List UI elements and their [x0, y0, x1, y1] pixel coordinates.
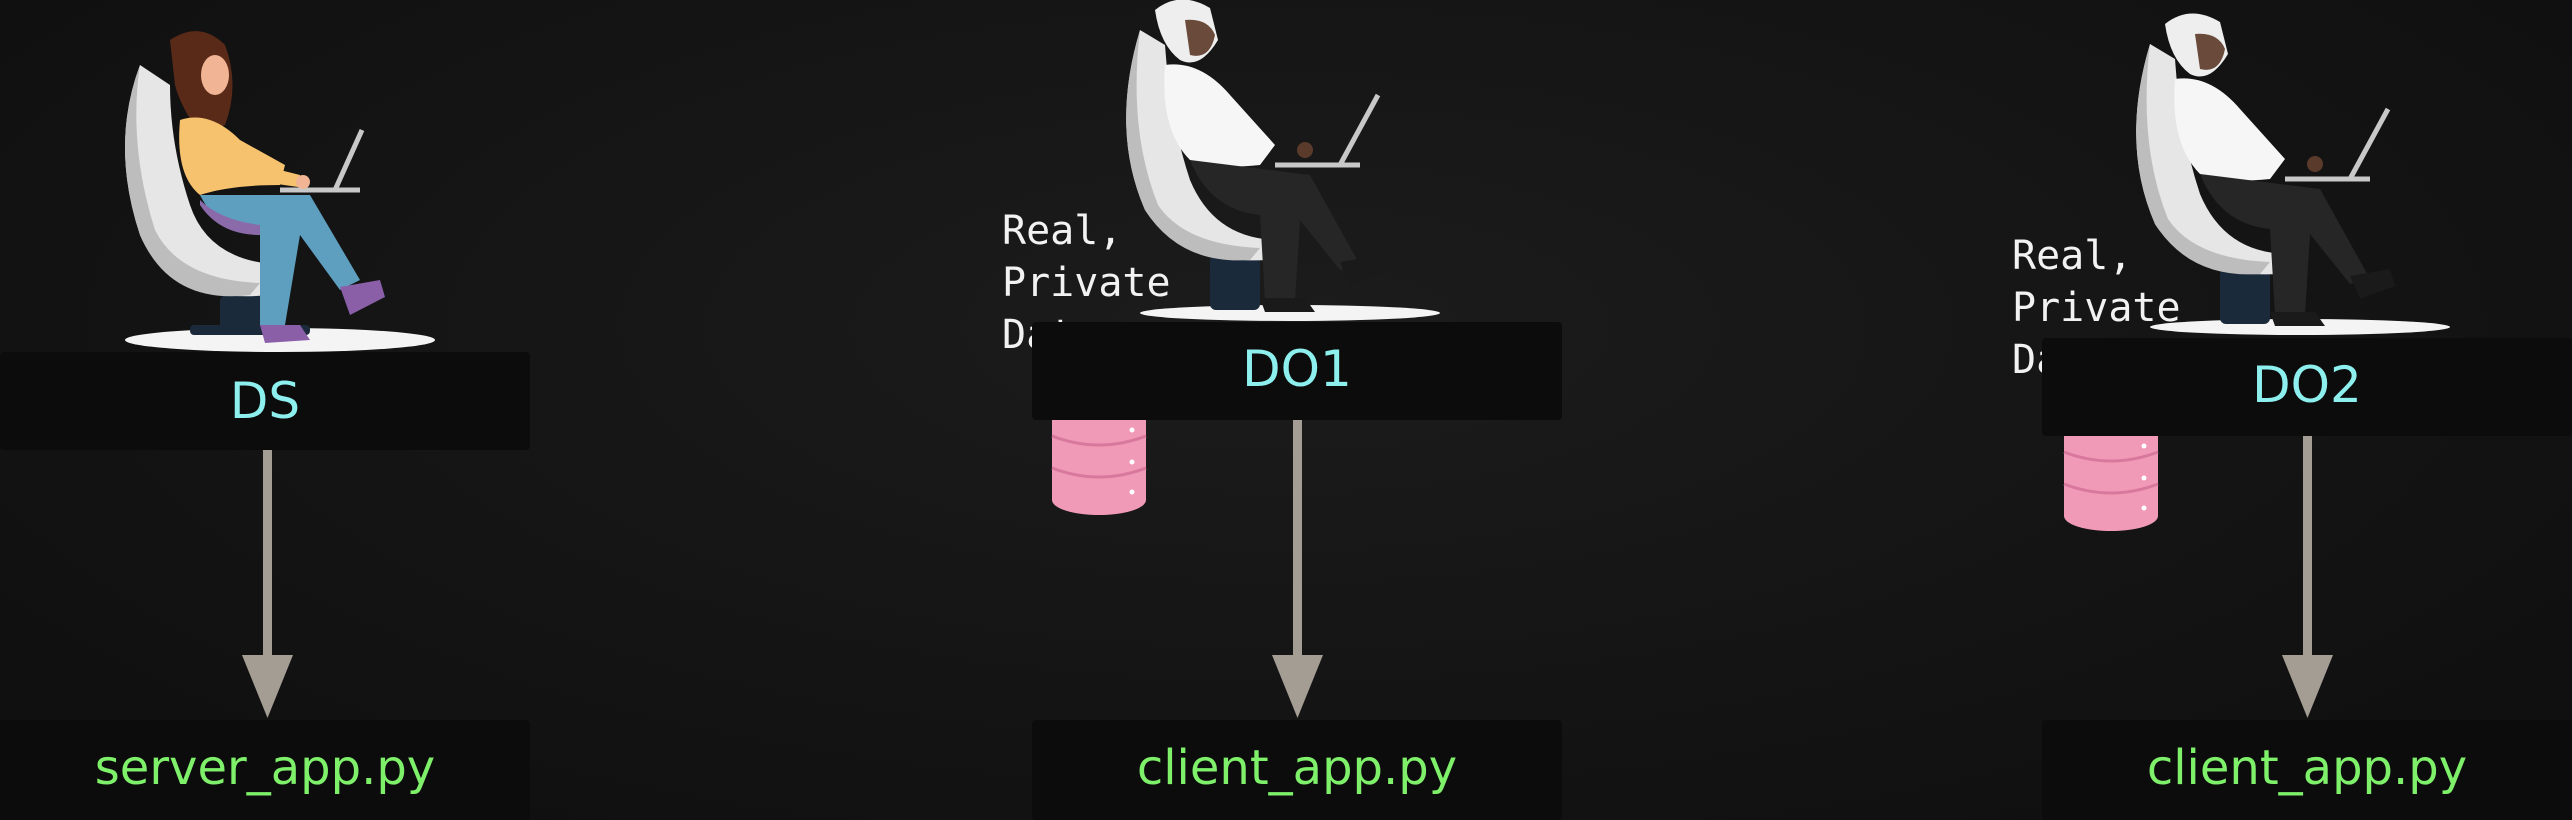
client1-file-label: client_app.py	[1136, 740, 1458, 796]
arrow-down-icon	[242, 450, 293, 718]
arrow-down-icon	[1272, 420, 1323, 718]
server-file-box: server_app.py	[0, 720, 530, 820]
ds-role-label: DS	[229, 372, 301, 430]
client1-file-box: client_app.py	[1032, 720, 1562, 820]
do1-role-label: DO1	[1242, 340, 1352, 398]
do2-label-box: DO2	[2042, 338, 2572, 436]
do1-label-box: DO1	[1032, 322, 1562, 420]
client2-file-box: client_app.py	[2042, 720, 2572, 820]
arrow-down-icon	[2282, 436, 2333, 718]
do1-person-illustration	[1126, 0, 1440, 321]
ds-person-illustration	[125, 31, 435, 352]
server-file-label: server_app.py	[94, 740, 436, 796]
do2-role-label: DO2	[2252, 356, 2362, 414]
database-icon	[2063, 405, 2159, 531]
client2-file-label: client_app.py	[2146, 740, 2468, 796]
ds-label-box: DS	[0, 352, 530, 450]
do2-person-illustration	[2136, 13, 2450, 335]
